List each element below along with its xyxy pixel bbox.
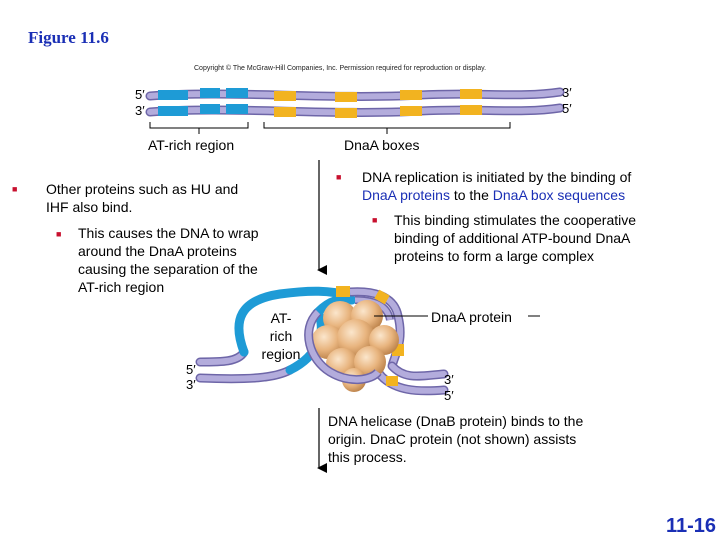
loop-at-label-2: rich: [270, 328, 293, 344]
at-rich-region-label: AT-rich region: [148, 137, 234, 153]
loop-at-label-3: region: [262, 346, 301, 362]
top-dna-double-strand: [145, 87, 565, 118]
dnaa-protein-label: DnaA protein: [431, 309, 512, 325]
right-bullet-1: ■: [336, 172, 342, 182]
dnaa-box-sequences-term: DnaA box sequences: [492, 187, 626, 203]
at-rich-bracket: [149, 122, 249, 134]
right-bullet-1-line1: DNA replication is initiated by the bind…: [362, 169, 632, 185]
top-left-3prime: 3′: [135, 103, 145, 118]
dnaa-proteins-term: DnaA proteins: [362, 187, 450, 203]
right-sub-bullet-1: ■: [372, 215, 378, 225]
left-bullet-1: ■: [12, 184, 18, 194]
right-bullet-1-text: DNA replication is initiated by the bind…: [362, 168, 702, 204]
top-right-3prime: 3′: [562, 85, 572, 100]
top-left-5prime: 5′: [135, 87, 145, 102]
left-sub-bullet-1: ■: [56, 229, 62, 239]
loop-at-label-1: AT-: [271, 310, 292, 326]
complex-right-3prime: 3′: [444, 372, 454, 387]
complex-right-5prime: 5′: [444, 388, 454, 403]
figure-title: Figure 11.6: [28, 28, 109, 47]
right-bullet-1-mid: to the: [449, 187, 493, 203]
copyright-notice: Copyright © The McGraw-Hill Companies, I…: [194, 65, 487, 72]
dnaa-boxes-label: DnaA boxes: [344, 137, 420, 153]
left-sub-bullet-1-text: This causes the DNA to wrap around the D…: [78, 225, 259, 295]
complex-left-5prime: 5′: [186, 362, 196, 377]
right-sub-bullet-1-text: This binding stimulates the cooperative …: [394, 212, 637, 264]
helicase-text: DNA helicase (DnaB protein) binds to the…: [328, 413, 584, 465]
left-bullet-1-text: Other proteins such as HU and IHF also b…: [46, 181, 239, 215]
slide-number: 11-16: [665, 515, 716, 537]
at-rich-segments: [158, 88, 248, 116]
dnaa-box-segments: [274, 89, 482, 118]
dnaa-boxes-bracket: [263, 122, 511, 134]
complex-left-3prime: 3′: [186, 377, 196, 392]
top-right-5prime: 5′: [562, 101, 572, 116]
